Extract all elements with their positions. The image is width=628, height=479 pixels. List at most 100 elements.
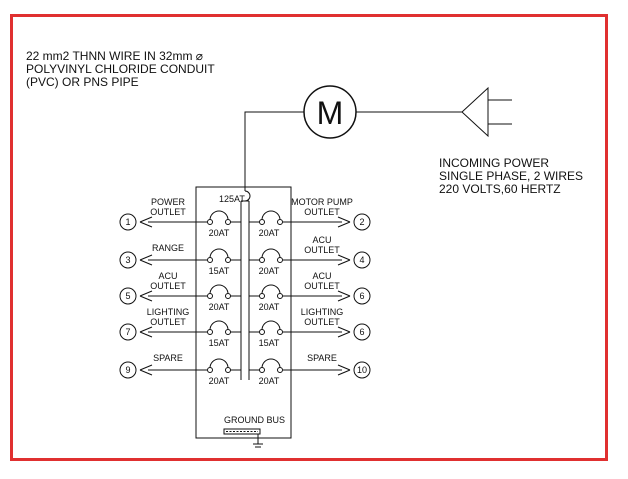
- breaker-contact: [207, 293, 213, 299]
- breaker-contact: [207, 257, 213, 263]
- breaker-rating: 20AT: [209, 302, 230, 312]
- breaker-contact: [259, 367, 265, 373]
- breaker-contact: [277, 219, 283, 225]
- breaker-arc: [261, 210, 281, 221]
- breaker-contact: [259, 293, 265, 299]
- breaker-contact: [225, 257, 231, 263]
- circuit-label: ACU: [312, 271, 331, 281]
- breaker-rating: 20AT: [259, 266, 280, 276]
- circuit-label: SPARE: [307, 353, 337, 363]
- circuit-number-circle: [353, 251, 371, 269]
- circuit-number: 3: [125, 255, 130, 265]
- breaker-rating: 20AT: [259, 302, 280, 312]
- motor-icon: [303, 85, 357, 139]
- circuit-number: 10: [357, 365, 367, 375]
- incoming-power-line: INCOMING POWER: [439, 156, 549, 170]
- circuit-label: OUTLET: [304, 245, 340, 255]
- arrow-icon: [139, 364, 153, 376]
- wire-spec-line: 22 mm2 THNN WIRE IN 32mm ⌀: [26, 49, 204, 63]
- breaker-rating: 20AT: [209, 376, 230, 386]
- circuit-number-circle: [353, 361, 371, 379]
- arrow-icon: [139, 326, 153, 338]
- breaker-contact: [225, 219, 231, 225]
- breaker-arc: [261, 248, 281, 259]
- circuit-number-circle: [353, 213, 371, 231]
- breaker-contact: [277, 293, 283, 299]
- breaker-arc: [209, 320, 229, 331]
- breaker-arc: [209, 284, 229, 295]
- circuit-number: 2: [359, 217, 364, 227]
- breaker-rating: 20AT: [209, 228, 230, 238]
- breaker-contact: [225, 367, 231, 373]
- breaker-contact: [277, 367, 283, 373]
- breaker-rating: 20AT: [259, 376, 280, 386]
- main-breaker-rating: 125AT: [219, 194, 245, 204]
- circuit-label: OUTLET: [304, 317, 340, 327]
- arrow-icon: [337, 364, 351, 376]
- arrow-icon: [337, 326, 351, 338]
- circuit-number: 1: [125, 217, 130, 227]
- breaker-rating: 20AT: [259, 228, 280, 238]
- breaker-contact: [259, 257, 265, 263]
- circuit-label: OUTLET: [304, 281, 340, 291]
- breaker-arc: [209, 358, 229, 369]
- panel-board: [195, 186, 292, 439]
- circuit-number-circle: [119, 361, 137, 379]
- incoming-power-note: INCOMING POWER SINGLE PHASE, 2 WIRES 220…: [439, 157, 583, 196]
- breaker-contact: [207, 329, 213, 335]
- circuit-number-circle: [119, 213, 137, 231]
- breaker-contact: [277, 257, 283, 263]
- ground-bus-bar: [223, 428, 261, 435]
- diagram-frame: [10, 14, 608, 461]
- circuit-label: OUTLET: [150, 207, 186, 217]
- arrow-icon: [337, 254, 351, 266]
- circuit-label: ACU: [312, 235, 331, 245]
- circuit-label: ACU: [158, 271, 177, 281]
- circuit-number: 7: [125, 327, 130, 337]
- breaker-contact: [225, 329, 231, 335]
- breaker-contact: [277, 329, 283, 335]
- motor-symbol: M: [317, 95, 344, 131]
- circuit-label: RANGE: [152, 243, 184, 253]
- breaker-contact: [207, 219, 213, 225]
- breaker-contact: [259, 329, 265, 335]
- circuit-number-circle: [353, 323, 371, 341]
- main-breaker-symbol: [244, 190, 251, 202]
- circuit-number-circle: [353, 287, 371, 305]
- breaker-arc: [209, 210, 229, 221]
- circuit-number: 5: [125, 291, 130, 301]
- circuit-number-circle: [119, 287, 137, 305]
- plug-icon: [461, 86, 489, 138]
- breaker-rating: 15AT: [259, 338, 280, 348]
- circuit-label: LIGHTING: [301, 307, 344, 317]
- circuit-label: OUTLET: [150, 317, 186, 327]
- breaker-contact: [259, 219, 265, 225]
- circuit-label: OUTLET: [150, 281, 186, 291]
- wire-spec-note: 22 mm2 THNN WIRE IN 32mm ⌀ POLYVINYL CHL…: [26, 50, 215, 89]
- circuit-number: 9: [125, 365, 130, 375]
- breaker-arc: [261, 284, 281, 295]
- circuit-label: POWER: [151, 197, 186, 207]
- breaker-contact: [207, 367, 213, 373]
- circuit-number-circle: [119, 251, 137, 269]
- ground-bus-label: GROUND BUS: [224, 415, 285, 425]
- incoming-power-line: SINGLE PHASE, 2 WIRES: [439, 169, 584, 183]
- wire-spec-line: POLYVINYL CHLORIDE CONDUIT: [26, 62, 215, 76]
- breaker-arc: [261, 320, 281, 331]
- breaker-arc: [209, 248, 229, 259]
- arrow-icon: [337, 290, 351, 302]
- circuit-number: 6: [359, 291, 364, 301]
- circuit-number: 6: [359, 327, 364, 337]
- circuit-label: LIGHTING: [147, 307, 190, 317]
- breaker-rating: 15AT: [209, 338, 230, 348]
- feeder-wire: [244, 111, 304, 191]
- circuit-label: OUTLET: [304, 207, 340, 217]
- circuit-label: MOTOR PUMP: [291, 197, 353, 207]
- incoming-power-line: 220 VOLTS,60 HERTZ: [439, 182, 561, 196]
- breaker-rating: 15AT: [209, 266, 230, 276]
- arrow-icon: [139, 254, 153, 266]
- arrow-icon: [139, 290, 153, 302]
- breaker-arc: [261, 358, 281, 369]
